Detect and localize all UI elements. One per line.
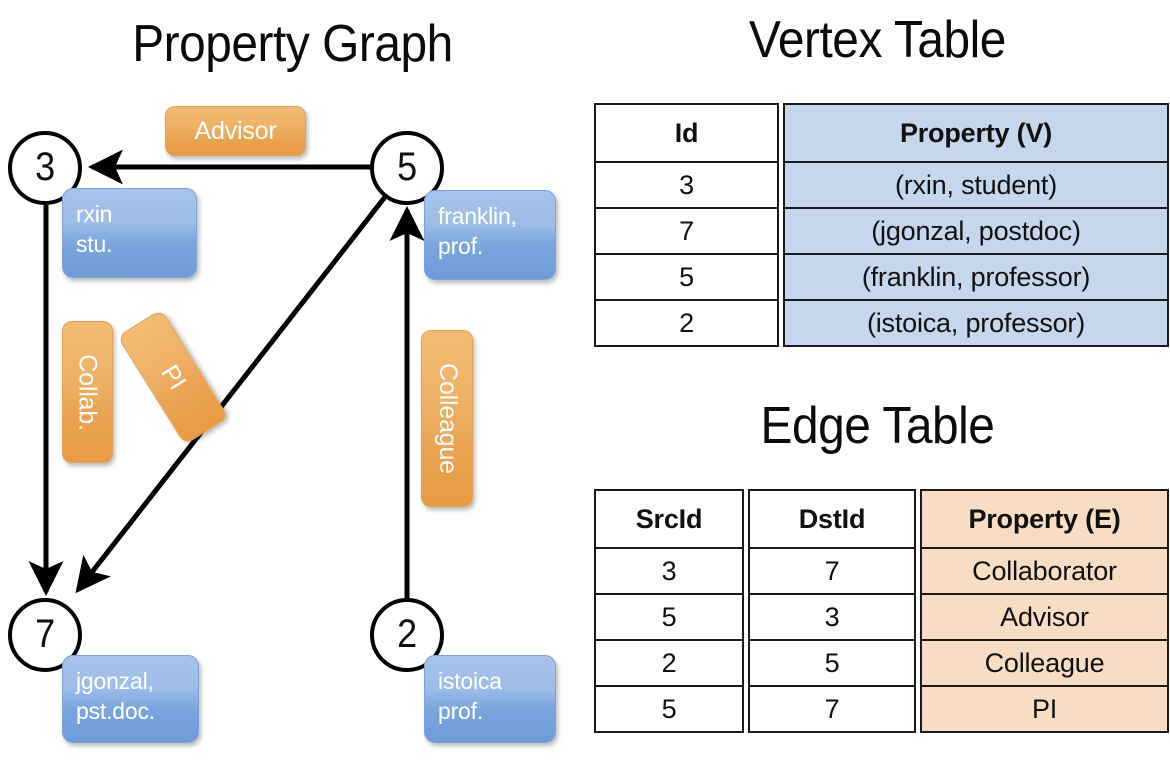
vertex-table-cell-property: (franklin, professor) <box>783 253 1169 301</box>
edge-table-cell-property: Colleague <box>920 639 1169 687</box>
table-row[interactable]: 5 <box>594 593 744 641</box>
table-header-row: DstId <box>748 489 916 549</box>
edge-table-cell-property: Advisor <box>920 593 1169 641</box>
vertex-table-cell-property: (jgonzal, postdoc) <box>783 207 1169 255</box>
vertex-property-box-3: rxin stu. <box>62 188 197 278</box>
table-row[interactable]: 5 <box>748 639 916 687</box>
vertex-property-box-5: franklin, prof. <box>424 190 556 280</box>
vertex-table-cell-id: 3 <box>594 161 779 209</box>
vertex-table-header-id: Id <box>594 103 779 163</box>
graph-vertex-3-label: 3 <box>34 145 56 189</box>
table-header-row: Property (E) <box>920 489 1169 549</box>
table-row[interactable]: 3 <box>594 161 779 209</box>
edge-table-cell-srcid: 5 <box>594 593 744 641</box>
table-row[interactable]: (istoica, professor) <box>783 299 1169 347</box>
table-row[interactable]: (jgonzal, postdoc) <box>783 207 1169 255</box>
edge-label-advisor-text: Advisor <box>194 116 277 145</box>
edge-table-srcid-column: SrcId 3 5 2 5 <box>594 489 744 733</box>
table-row[interactable]: PI <box>920 685 1169 733</box>
edge-label-collab: Collab. <box>62 321 113 463</box>
graph-vertex-5[interactable]: 5 <box>370 131 444 205</box>
table-header-row: Property (V) <box>783 103 1169 163</box>
edge-label-pi-text: PI <box>155 359 192 395</box>
edge-table-cell-dstid: 5 <box>748 639 916 687</box>
edge-table-cell-dstid: 3 <box>748 593 916 641</box>
vertex-property-box-7: jgonzal, pst.doc. <box>62 655 199 743</box>
table-row[interactable]: 5 <box>594 685 744 733</box>
edge-table-cell-srcid: 2 <box>594 639 744 687</box>
vertex-table-cell-property: (rxin, student) <box>783 161 1169 209</box>
edge-label-advisor: Advisor <box>165 106 306 156</box>
vertex-table-cell-property: (istoica, professor) <box>783 299 1169 347</box>
table-row[interactable]: Colleague <box>920 639 1169 687</box>
edge-table-header-property: Property (E) <box>920 489 1169 549</box>
edge-label-collab-text: Collab. <box>74 353 103 431</box>
edge-table-cell-srcid: 3 <box>594 547 744 595</box>
vertex-property-box-2: istoica prof. <box>424 655 556 743</box>
table-row[interactable]: Collaborator <box>920 547 1169 595</box>
vertex-table-id-column: Id 3 7 5 2 <box>594 103 779 347</box>
table-header-row: SrcId <box>594 489 744 549</box>
vertex-table-cell-id: 7 <box>594 207 779 255</box>
table-row[interactable]: 2 <box>594 299 779 347</box>
table-row[interactable]: 3 <box>748 593 916 641</box>
page-title-vertex-table: Vertex Table <box>749 11 1006 69</box>
edge-table-cell-dstid: 7 <box>748 547 916 595</box>
table-row[interactable]: (franklin, professor) <box>783 253 1169 301</box>
page-title-edge-table: Edge Table <box>760 397 995 455</box>
graph-vertex-5-label: 5 <box>396 145 418 189</box>
table-row[interactable]: 5 <box>594 253 779 301</box>
edge-table-cell-dstid: 7 <box>748 685 916 733</box>
table-row[interactable]: (rxin, student) <box>783 161 1169 209</box>
graph-vertex-7-label: 7 <box>34 612 56 656</box>
table-header-row: Id <box>594 103 779 163</box>
edge-table-cell-property: Collaborator <box>920 547 1169 595</box>
table-row[interactable]: 3 <box>594 547 744 595</box>
edge-table-property-column: Property (E) Collaborator Advisor Collea… <box>920 489 1169 733</box>
table-row[interactable]: 7 <box>748 685 916 733</box>
table-row[interactable]: 7 <box>748 547 916 595</box>
vertex-table-header-property: Property (V) <box>783 103 1169 163</box>
vertex-table-cell-id: 5 <box>594 253 779 301</box>
graph-edge-5-to-7 <box>75 195 387 594</box>
graph-edges-svg <box>28 149 425 598</box>
vertex-table-cell-id: 2 <box>594 299 779 347</box>
edge-table-dstid-column: DstId 7 3 5 7 <box>748 489 916 733</box>
graph-vertex-2-label: 2 <box>396 612 418 656</box>
table-row[interactable]: 7 <box>594 207 779 255</box>
graph-vertex-2[interactable]: 2 <box>370 598 444 672</box>
edge-table-cell-srcid: 5 <box>594 685 744 733</box>
edge-label-colleague-text: Colleague <box>433 363 462 474</box>
edge-table-header-srcid: SrcId <box>594 489 744 549</box>
table-row[interactable]: 2 <box>594 639 744 687</box>
edge-table-cell-property: PI <box>920 685 1169 733</box>
page-title-property-graph: Property Graph <box>132 15 453 73</box>
edge-label-colleague: Colleague <box>421 330 473 507</box>
table-row[interactable]: Advisor <box>920 593 1169 641</box>
edge-table-header-dstid: DstId <box>748 489 916 549</box>
vertex-table-property-column: Property (V) (rxin, student) (jgonzal, p… <box>783 103 1169 347</box>
property-graph-diagram: 3 5 7 2 rxin stu. franklin, prof. jgonza… <box>8 106 556 743</box>
